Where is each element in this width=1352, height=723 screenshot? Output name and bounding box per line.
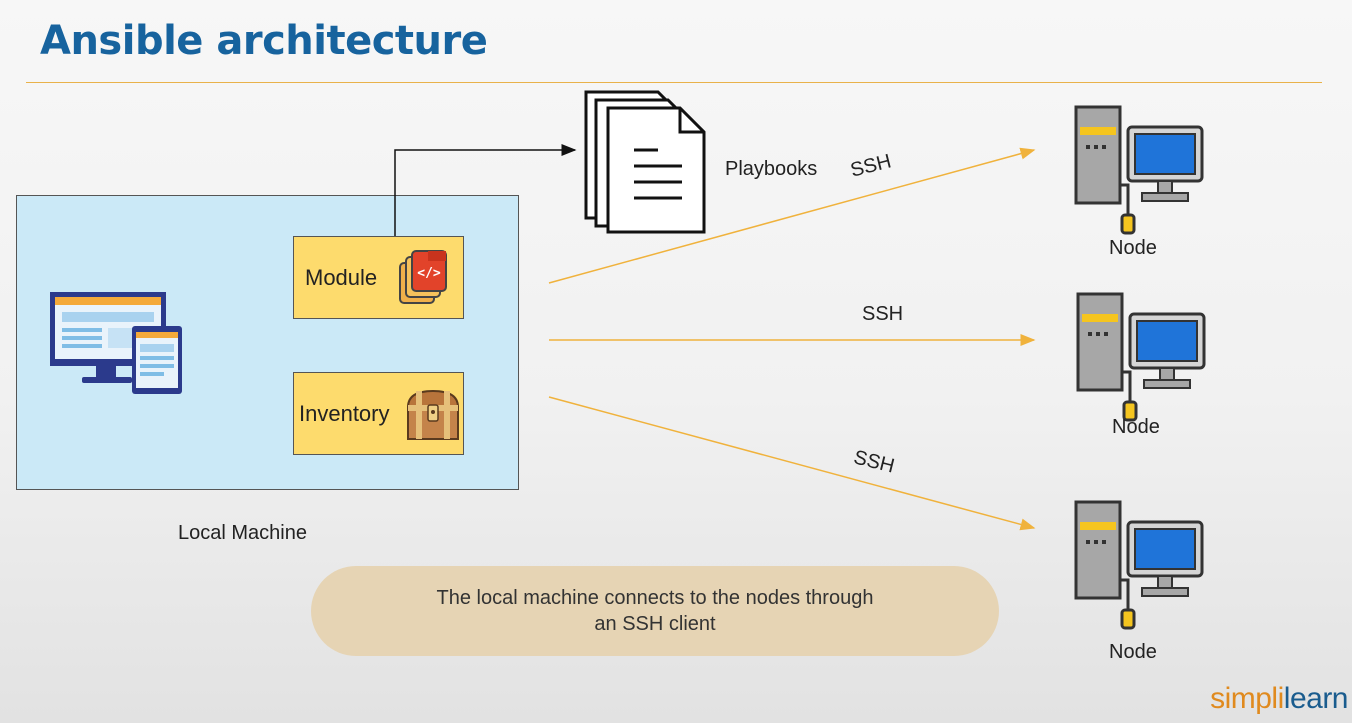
explanation-note: The local machine connects to the nodes … — [311, 566, 999, 656]
desktop-pc-icon — [1074, 105, 1204, 235]
ssh-arrow-node-1 — [548, 147, 1036, 284]
module-box: Module </> — [293, 236, 464, 319]
title-divider — [26, 82, 1322, 83]
inventory-box: Inventory — [293, 372, 464, 455]
code-files-icon: </> — [399, 250, 447, 304]
node-label-3: Node — [1109, 641, 1157, 663]
desktop-pc-icon — [1076, 292, 1206, 422]
desktop-tablet-icon — [50, 292, 182, 394]
node-label-1: Node — [1109, 237, 1157, 259]
note-line-1: The local machine connects to the nodes … — [436, 587, 874, 609]
node-label-2: Node — [1112, 416, 1160, 438]
treasure-chest-icon — [406, 389, 460, 440]
note-line-2: an SSH client — [594, 613, 716, 635]
simplilearn-logo: simplilearn — [1210, 682, 1348, 716]
slide-title: Ansible architecture — [40, 18, 488, 64]
ssh-label-2: SSH — [862, 303, 904, 325]
svg-text:</>: </> — [417, 266, 441, 281]
playbooks-label: Playbooks — [725, 158, 818, 180]
brand-part-2: learn — [1283, 682, 1349, 715]
inventory-label: Inventory — [299, 400, 390, 426]
desktop-pc-icon — [1074, 500, 1204, 630]
brand-part-1: simpl — [1210, 682, 1278, 715]
local-machine-label: Local Machine — [178, 522, 307, 544]
ssh-arrow-node-3 — [548, 396, 1036, 531]
document-stack-icon — [584, 90, 706, 234]
module-to-playbooks-arrow — [394, 144, 577, 236]
module-label: Module — [305, 264, 378, 290]
brand-separator: i — [1277, 682, 1285, 715]
